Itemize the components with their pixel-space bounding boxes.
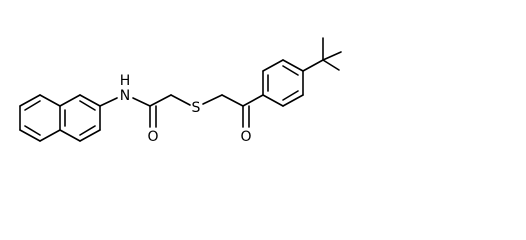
ketone-carbonyl: O [240, 105, 252, 145]
bond-carbonyl-ch2 [149, 94, 172, 107]
atom-label-s: S [192, 100, 201, 116]
tert-butyl-group [302, 37, 342, 72]
amide-nh: H N [120, 73, 131, 104]
bond-ch2-ketone [221, 94, 244, 107]
bond-ketone-aryl [242, 94, 264, 107]
bond-ch2-s [170, 94, 191, 106]
atom-label-n: N [120, 88, 130, 104]
naphthalene-ring-a [19, 94, 61, 142]
bond-aryl-n [99, 97, 118, 107]
benzene-ring [262, 59, 304, 107]
naphthalene-ring-b [59, 94, 101, 142]
bond-n-carbonyl [132, 97, 151, 107]
atom-label-h: H [120, 73, 131, 89]
atom-label-o-amide: O [147, 129, 158, 145]
chemical-structure: H N O S O [19, 37, 342, 145]
structure-canvas: H N O S O [19, 37, 342, 145]
amide-carbonyl: O [147, 105, 159, 145]
bond-s-ch2 [202, 94, 223, 105]
atom-label-o-ketone: O [240, 129, 251, 145]
